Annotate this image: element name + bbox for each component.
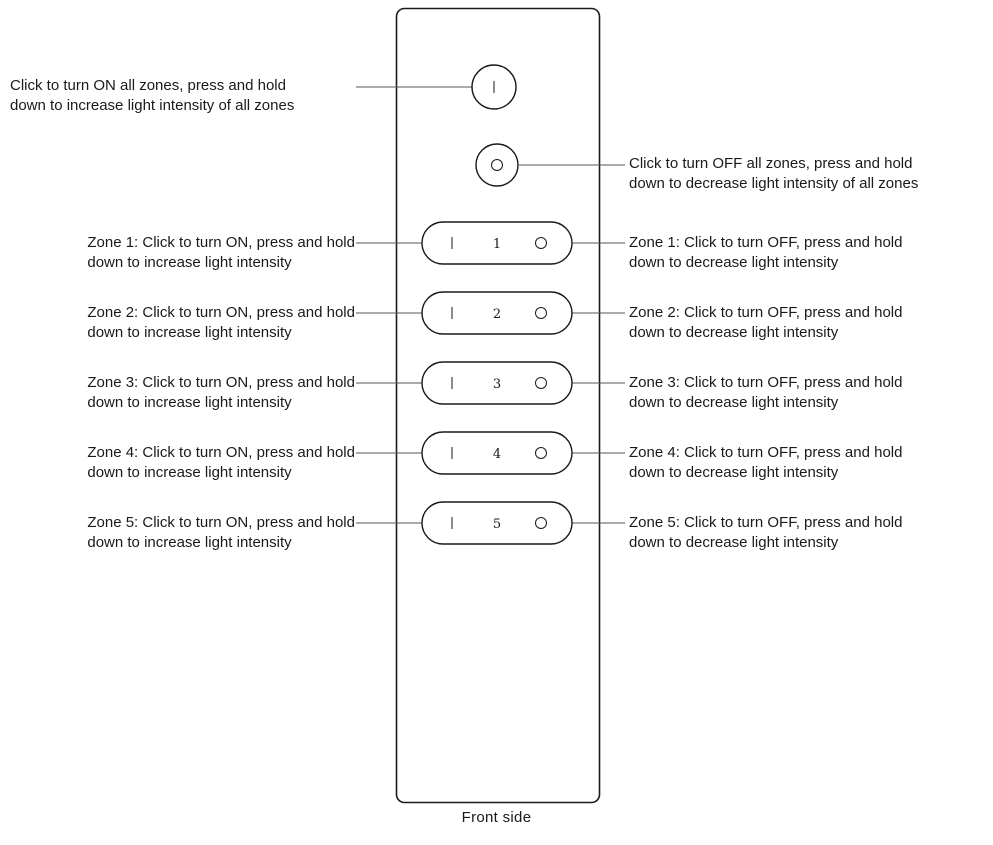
zone-off-line1: Zone 3: Click to turn OFF, press and hol… [629,374,903,391]
zone-4-on-label: Zone 4: Click to turn ON, press and hold… [87,443,355,483]
zone-3-on-label: Zone 3: Click to turn ON, press and hold… [87,373,355,413]
all-on-button[interactable] [471,64,517,110]
zone-off-line1: Zone 5: Click to turn OFF, press and hol… [629,514,903,531]
zone-off-line1: Zone 2: Click to turn OFF, press and hol… [629,304,903,321]
zone-3-button[interactable] [421,361,573,405]
zone-on-line1: Zone 5: Click to turn ON, press and hold [87,514,355,531]
zone-1-on-label: Zone 1: Click to turn ON, press and hold… [87,233,355,273]
zone-1-button[interactable] [421,221,573,265]
zone-2-off-icon[interactable] [535,307,547,319]
callout-all-off-line1: Click to turn OFF all zones, press and h… [629,155,913,172]
zone-5-off-icon[interactable] [535,517,547,529]
zone-on-line1: Zone 2: Click to turn ON, press and hold [87,304,355,321]
zone-4-button[interactable] [421,431,573,475]
remote-body [395,7,601,804]
zone-4-off-label: Zone 4: Click to turn OFF, press and hol… [629,443,902,483]
zone-on-line2: down to increase light intensity [87,464,292,481]
zone-on-line2: down to increase light intensity [87,394,292,411]
zone-5-number: 5 [493,517,501,532]
caption-front-side: Front side [461,809,532,826]
zone-off-line2: down to decrease light intensity [629,254,839,271]
zone-on-line1: Zone 1: Click to turn ON, press and hold [87,234,355,251]
zone-1-off-icon[interactable] [535,237,547,249]
callout-all-off: Click to turn OFF all zones, press and h… [629,154,918,194]
zone-on-line2: down to increase light intensity [87,324,292,341]
zone-4-number: 4 [493,447,501,462]
zone-on-line1: Zone 4: Click to turn ON, press and hold [87,444,355,461]
zone-2-off-label: Zone 2: Click to turn OFF, press and hol… [629,303,902,343]
zone-5-button[interactable] [421,501,573,545]
zone-5-off-label: Zone 5: Click to turn OFF, press and hol… [629,513,902,553]
zone-2-button[interactable] [421,291,573,335]
zone-4-off-icon[interactable] [535,447,547,459]
callout-all-on-line2: down to increase light intensity of all … [10,97,295,114]
zone-2-number: 2 [493,307,501,322]
zone-off-line2: down to decrease light intensity [629,534,839,551]
zone-off-line2: down to decrease light intensity [629,464,839,481]
zone-2-on-label: Zone 2: Click to turn ON, press and hold… [87,303,355,343]
zone-1-number: 1 [493,237,501,252]
zone-3-number: 3 [493,377,501,392]
zone-on-line1: Zone 3: Click to turn ON, press and hold [87,374,355,391]
zone-on-line2: down to increase light intensity [87,534,292,551]
zone-off-line2: down to decrease light intensity [629,324,839,341]
zone-3-off-label: Zone 3: Click to turn OFF, press and hol… [629,373,902,413]
zone-off-line2: down to decrease light intensity [629,394,839,411]
zone-1-off-label: Zone 1: Click to turn OFF, press and hol… [629,233,902,273]
zone-off-line1: Zone 4: Click to turn OFF, press and hol… [629,444,903,461]
all-off-button[interactable] [475,143,519,187]
zone-off-line1: Zone 1: Click to turn OFF, press and hol… [629,234,903,251]
zone-3-off-icon[interactable] [535,377,547,389]
callout-all-off-line2: down to decrease light intensity of all … [629,175,919,192]
off-symbol-icon [491,159,503,171]
callout-all-on-line1: Click to turn ON all zones, press and ho… [10,77,286,94]
zone-on-line2: down to increase light intensity [87,254,292,271]
zone-5-on-label: Zone 5: Click to turn ON, press and hold… [87,513,355,553]
callout-all-on: Click to turn ON all zones, press and ho… [10,76,294,116]
zone-rows: 1 2 3 4 5 [356,221,625,545]
